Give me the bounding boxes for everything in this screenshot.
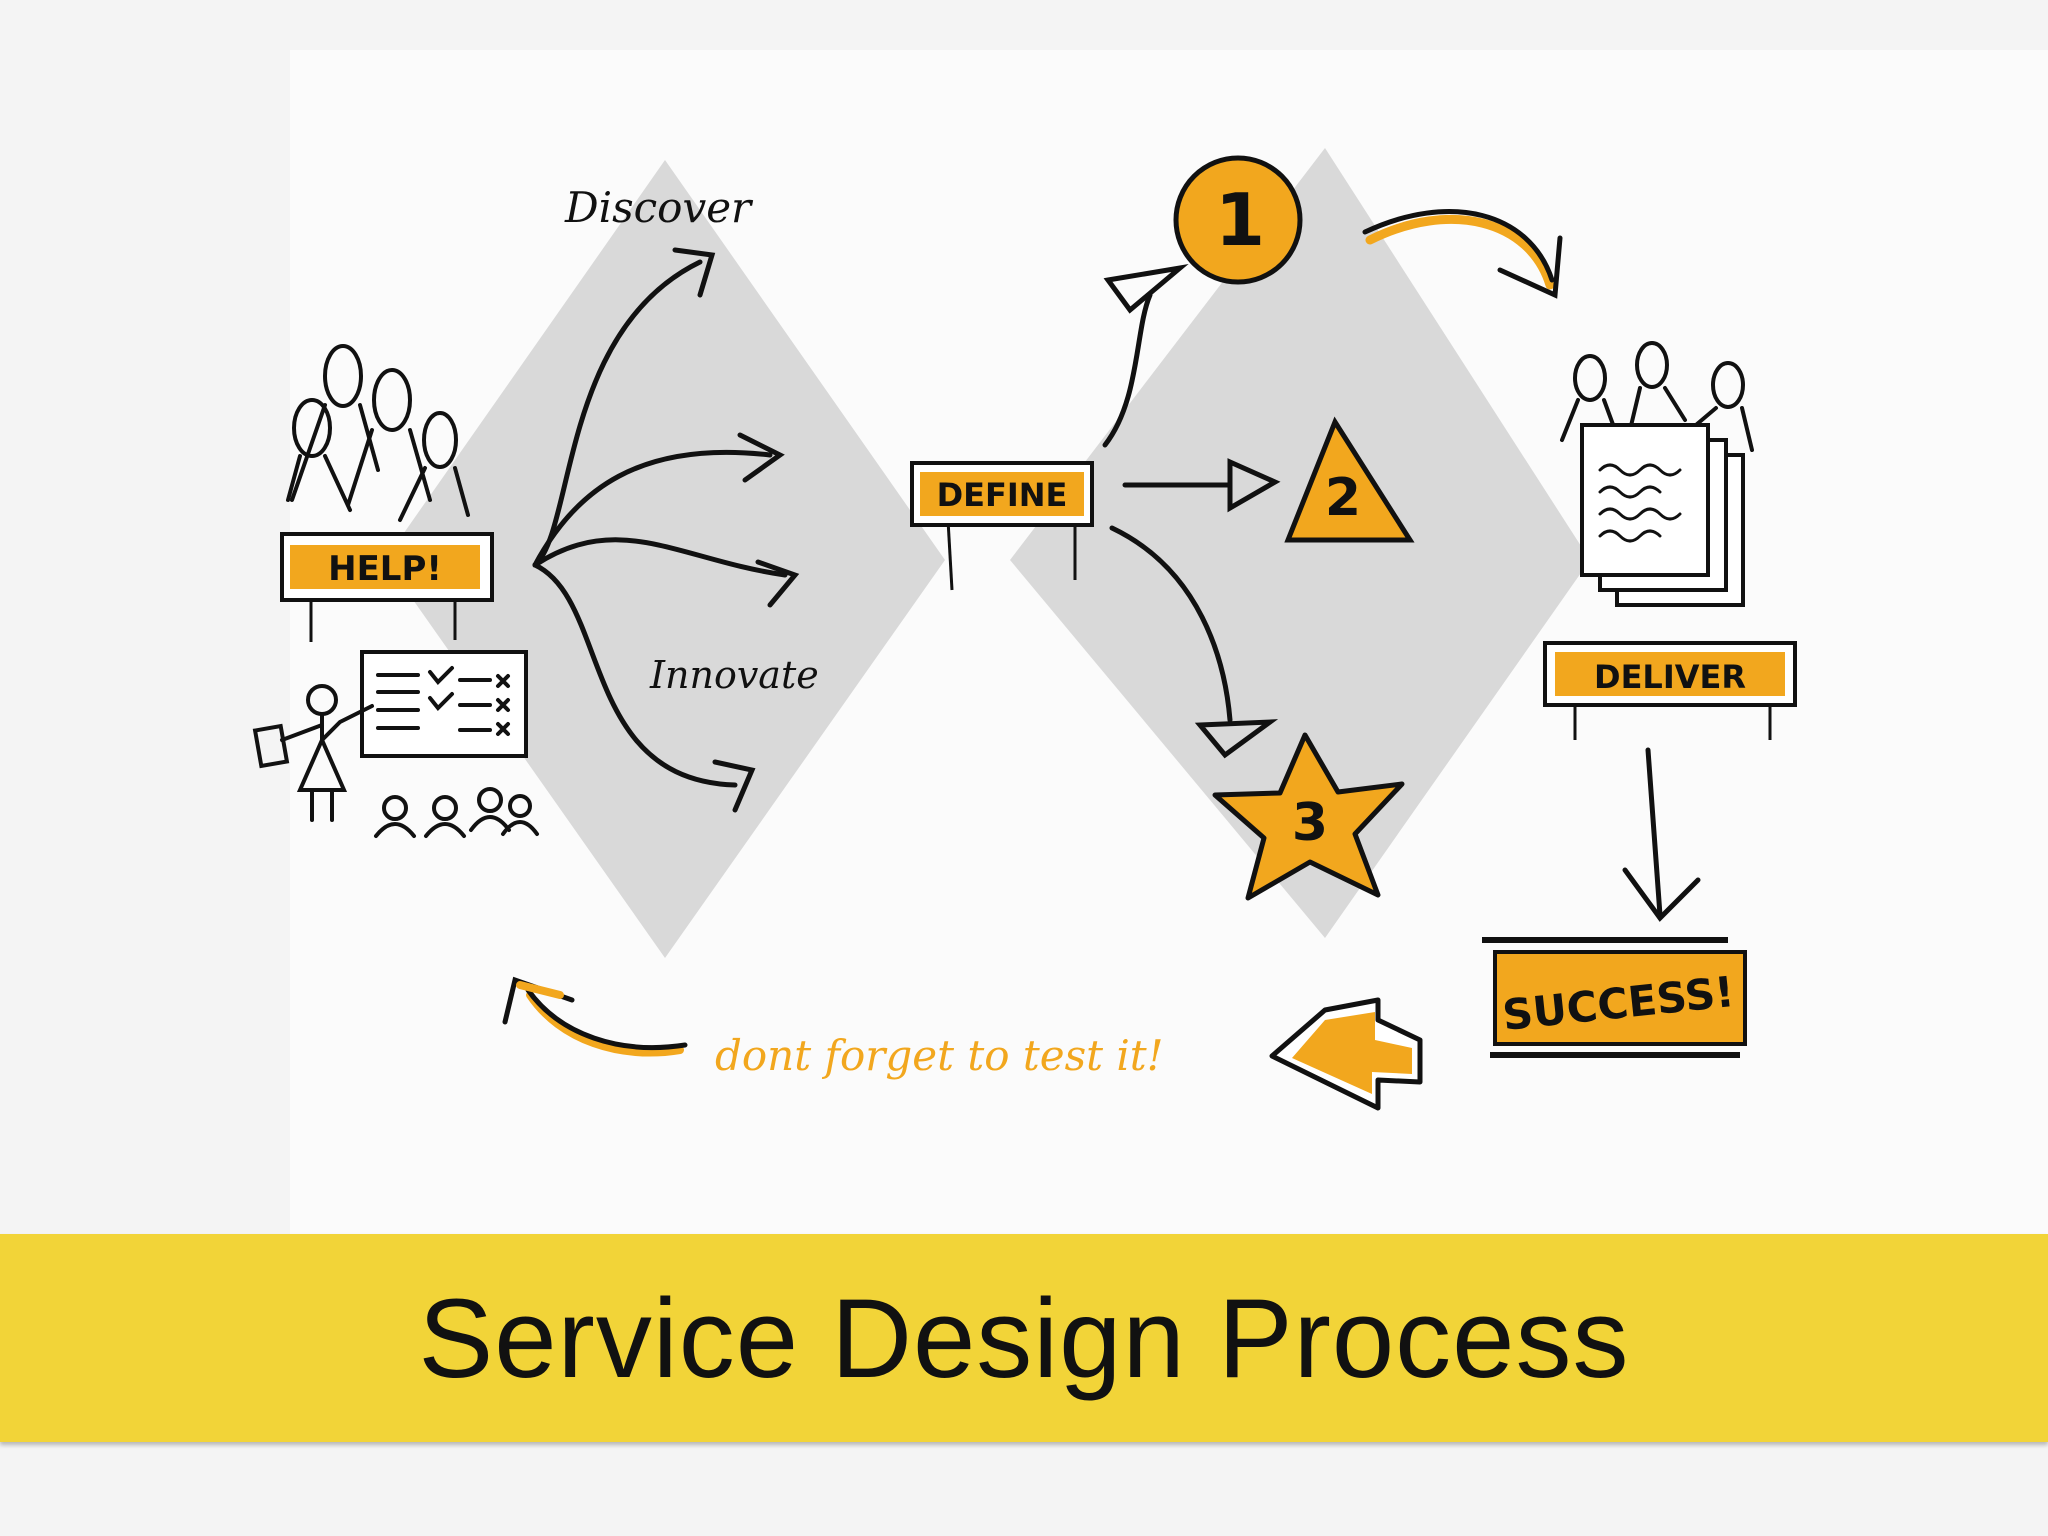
define-arrows: [1102, 264, 1281, 759]
discover-label: Discover: [564, 183, 754, 232]
step-one-circle-icon: [1173, 155, 1303, 285]
define-diamond: [1010, 148, 1590, 938]
documents-icon: [1580, 423, 1745, 607]
big-left-arrow-icon: [1269, 997, 1423, 1111]
define-sign: [910, 461, 1094, 591]
step-two-triangle-icon: [1284, 416, 1415, 543]
presentation-board-icon: [252, 650, 528, 822]
deliver-sign: [1543, 641, 1797, 740]
audience-icon: [374, 787, 539, 838]
step-three-star-icon: [1212, 732, 1405, 901]
down-arrow: [1622, 747, 1701, 922]
page-title: Service Design Process: [418, 1275, 1630, 1401]
test-note-arrow: [502, 976, 688, 1057]
test-note-label: dont forget to test it!: [715, 1031, 1164, 1080]
step-three-label: 3: [1292, 793, 1328, 853]
step-one-label: 1: [1215, 178, 1265, 262]
help-label: HELP!: [328, 549, 442, 589]
help-sign: [280, 532, 494, 642]
discover-branches: [532, 247, 800, 813]
step-two-label: 2: [1325, 468, 1361, 528]
success-box: [1482, 937, 1747, 1058]
curved-arrow-to-deliver: [1362, 209, 1563, 299]
people-group-icon: [286, 344, 470, 522]
discover-diamond: [385, 160, 945, 958]
deliver-label: DELIVER: [1594, 658, 1746, 696]
innovate-label: Innovate: [649, 653, 819, 697]
title-banner: Service Design Process: [0, 1234, 2048, 1442]
define-label: DEFINE: [937, 476, 1068, 514]
